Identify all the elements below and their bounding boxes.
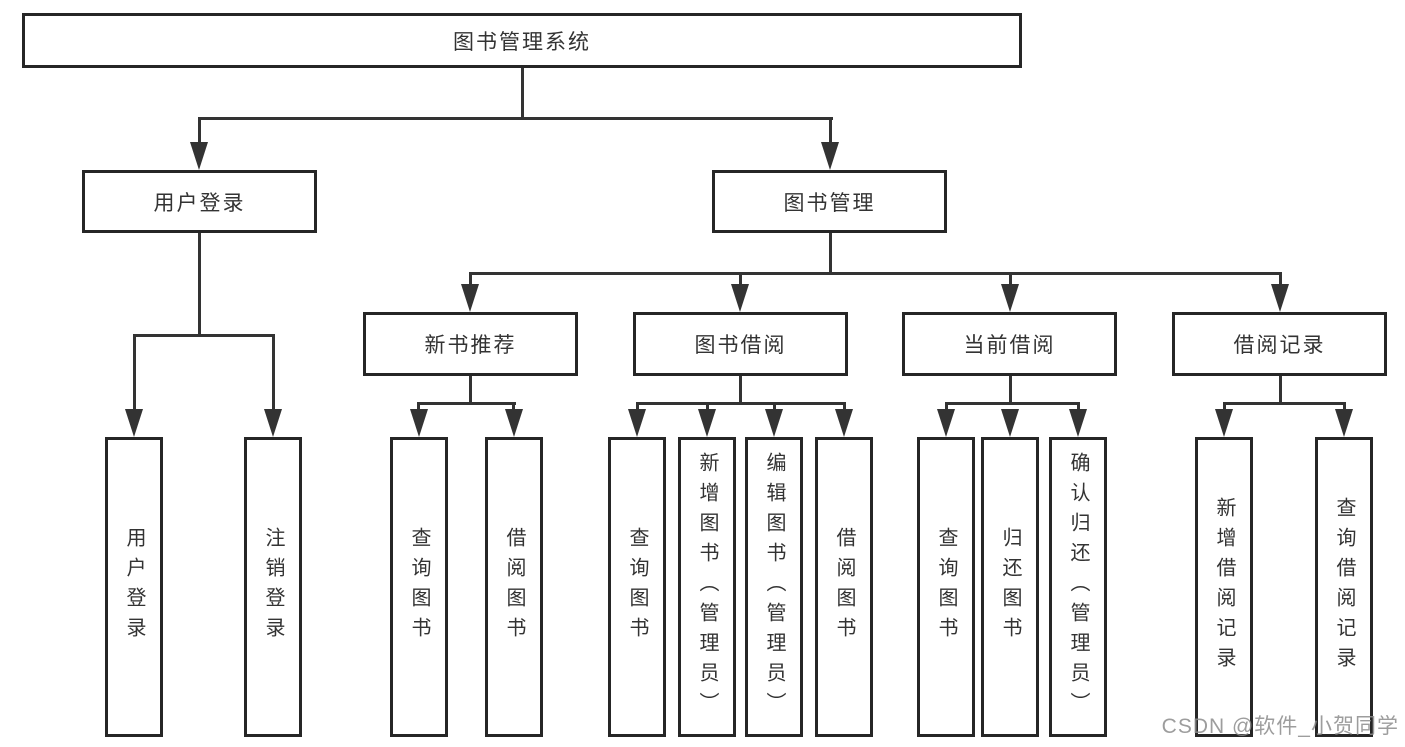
- arrowhead-down-icon: [835, 409, 853, 437]
- connector-vline: [468, 271, 472, 288]
- leaf-borrow-books-borrowing: 借阅图书: [815, 437, 873, 737]
- arrowhead-down-icon: [1001, 409, 1019, 437]
- connector-vline: [271, 333, 275, 412]
- connector-hline: [635, 401, 846, 405]
- node-book-management: 图书管理: [712, 170, 947, 233]
- leaf-query-books-recommend: 查询图书: [390, 437, 448, 737]
- watermark: CSDN @软件_小贺同学: [1161, 715, 1399, 738]
- connector-vline: [512, 401, 515, 413]
- connector-vline: [520, 68, 524, 120]
- arrowhead-down-icon: [1215, 409, 1233, 437]
- leaf-edit-book-admin: 编辑图书（管理员）: [745, 437, 803, 737]
- connector-vline: [828, 116, 832, 144]
- arrowhead-down-icon: [1271, 284, 1289, 312]
- connector-vline: [1342, 401, 1346, 413]
- leaf-add-book-admin: 新增图书（管理员）: [678, 437, 736, 737]
- connector-hline: [1222, 401, 1346, 405]
- leaf-user-login: 用户登录: [105, 437, 163, 737]
- arrowhead-down-icon: [628, 409, 646, 437]
- node-new-book-recommendation: 新书推荐: [363, 312, 578, 376]
- connector-vline: [738, 376, 742, 405]
- connector-vline: [828, 233, 832, 275]
- arrowhead-down-icon: [264, 409, 282, 437]
- node-user-login: 用户登录: [82, 170, 317, 233]
- arrowhead-down-icon: [409, 409, 428, 437]
- connector-hline: [944, 401, 1080, 405]
- connector-vline: [1278, 376, 1282, 405]
- connector-hline: [468, 271, 1282, 275]
- connector-vline: [738, 271, 742, 288]
- leaf-query-books-current: 查询图书: [917, 437, 975, 737]
- node-current-borrowing: 当前借阅: [902, 312, 1117, 376]
- connector-vline: [1076, 401, 1080, 413]
- connector-vline: [842, 401, 846, 413]
- leaf-logout: 注销登录: [244, 437, 302, 737]
- connector-vline: [635, 401, 639, 413]
- connector-vline: [944, 401, 948, 413]
- arrowhead-down-icon: [731, 284, 749, 312]
- arrowhead-down-icon: [190, 142, 208, 170]
- arrowhead-down-icon: [1069, 409, 1087, 437]
- connector-vline: [132, 333, 136, 412]
- leaf-confirm-return-admin: 确认归还（管理员）: [1049, 437, 1107, 737]
- connector-vline: [705, 401, 709, 413]
- connector-vline: [1278, 271, 1282, 288]
- node-book-borrowing: 图书借阅: [633, 312, 848, 376]
- leaf-query-books-borrowing: 查询图书: [608, 437, 666, 737]
- arrowhead-down-icon: [821, 142, 839, 170]
- arrowhead-down-icon: [1001, 284, 1019, 312]
- arrowhead-down-icon: [1335, 409, 1353, 437]
- node-borrowing-records: 借阅记录: [1172, 312, 1387, 376]
- connector-vline: [772, 401, 776, 413]
- arrowhead-down-icon: [125, 409, 143, 437]
- leaf-return-books: 归还图书: [981, 437, 1039, 737]
- node-library-management-system: 图书管理系统: [22, 13, 1022, 68]
- connector-vline: [197, 116, 201, 144]
- arrowhead-down-icon: [461, 284, 479, 312]
- connector-vline: [417, 401, 420, 413]
- arrowhead-down-icon: [937, 409, 955, 437]
- arrowhead-down-icon: [765, 409, 783, 437]
- connector-vline: [1222, 401, 1226, 413]
- connector-hline: [132, 333, 275, 337]
- leaf-add-borrow-record: 新增借阅记录: [1195, 437, 1253, 737]
- connector-hline: [417, 401, 516, 405]
- arrowhead-down-icon: [504, 409, 523, 437]
- leaf-query-borrow-record: 查询借阅记录: [1315, 437, 1373, 737]
- connector-vline: [468, 376, 472, 405]
- connector-vline: [1008, 376, 1012, 405]
- connector-hline: [197, 116, 833, 120]
- arrowhead-down-icon: [698, 409, 716, 437]
- leaf-borrow-books-recommend: 借阅图书: [485, 437, 543, 737]
- connector-vline: [1008, 271, 1012, 288]
- connector-vline: [197, 233, 201, 337]
